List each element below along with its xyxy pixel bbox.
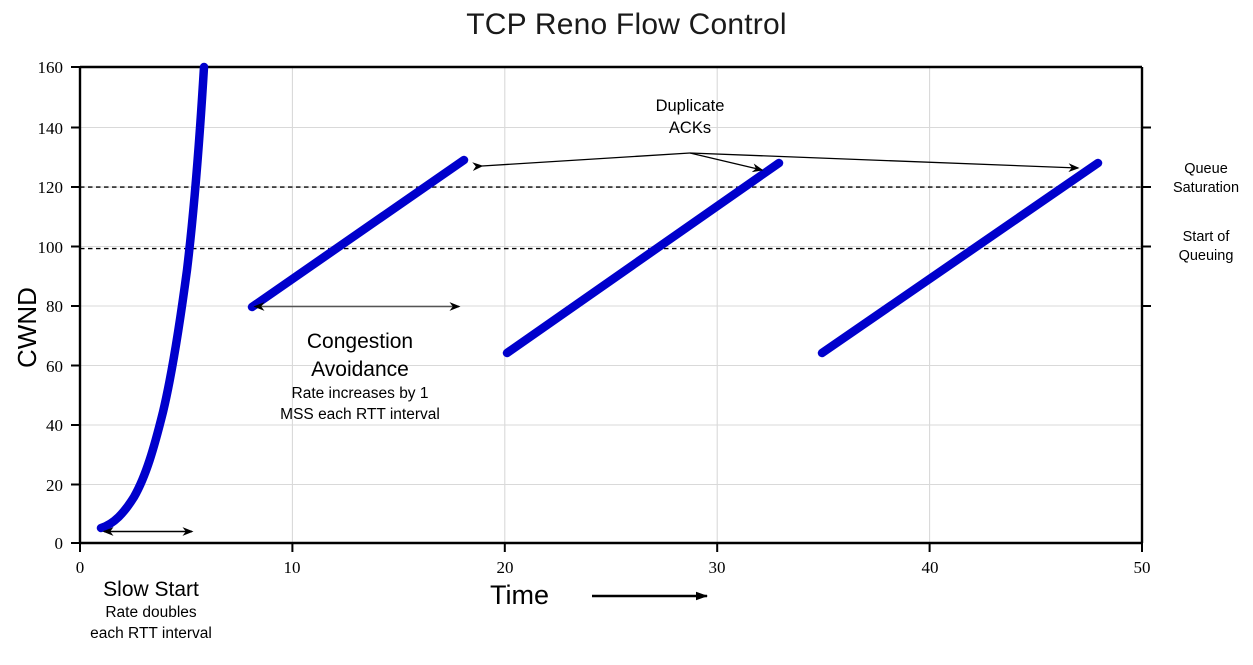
duplicate-acks-label-line-2: ACKs: [668, 119, 712, 137]
y-axis-title: CWND: [12, 287, 42, 368]
ytick-label-40: 40: [46, 416, 63, 435]
xtick-label-40: 40: [921, 558, 939, 577]
xtick-label-20: 20: [496, 558, 514, 577]
x-axis-title: Time: [490, 580, 549, 610]
xtick-label-30: 30: [708, 558, 726, 577]
series-slow-start: [96, 62, 209, 533]
slow-start-detail-line-1: Rate doubles: [105, 604, 197, 621]
congestion-avoidance-detail-line-1: Rate increases by 1: [291, 385, 429, 402]
ytick-label-0: 0: [54, 534, 64, 553]
xtick-label-10: 10: [283, 558, 301, 577]
series-congestion-avoidance-2: [502, 158, 784, 358]
slow-start-detail-line-2: each RTT interval: [90, 625, 212, 642]
series-congestion-avoidance-1: [247, 155, 469, 312]
start-of-queuing-label-line-1: Start of: [1182, 229, 1230, 245]
xtick-label-0: 0: [75, 558, 85, 577]
plot-frame: [78, 65, 1144, 545]
y-axis-ticks-right: [1142, 126, 1151, 307]
y-axis-ticks: [71, 66, 80, 544]
queue-saturation-label-line-1: Queue: [1184, 161, 1228, 177]
ytick-label-140: 140: [37, 118, 64, 138]
start-of-queuing-label-line-2: Queuing: [1178, 248, 1234, 264]
ytick-label-80: 80: [46, 297, 63, 316]
ytick-label-120: 120: [37, 178, 64, 197]
ytick-label-60: 60: [46, 356, 63, 376]
duplicate-acks-leader-lines: [472, 152, 1080, 173]
grid-lines-horizontal: [80, 126, 1142, 486]
ytick-label-160: 160: [37, 58, 64, 77]
congestion-avoidance-heading-line-1: Congestion: [306, 330, 414, 353]
congestion-avoidance-detail-line-2: MSS each RTT interval: [280, 406, 440, 423]
duplicate-acks-label-line-1: Duplicate: [655, 97, 725, 115]
xtick-label-50: 50: [1133, 558, 1151, 577]
congestion-avoidance-heading-line-2: Avoidance: [311, 358, 409, 381]
series-congestion-avoidance-3: [817, 158, 1103, 358]
x-axis-ticks: [79, 543, 1143, 552]
queue-saturation-label-line-2: Saturation: [1172, 180, 1240, 196]
ytick-label-20: 20: [46, 475, 63, 495]
grid-lines-vertical: [291, 67, 931, 543]
ytick-label-100: 100: [37, 237, 64, 257]
chart-title: TCP Reno Flow Control: [466, 8, 787, 41]
slow-start-heading: Slow Start: [103, 578, 199, 601]
